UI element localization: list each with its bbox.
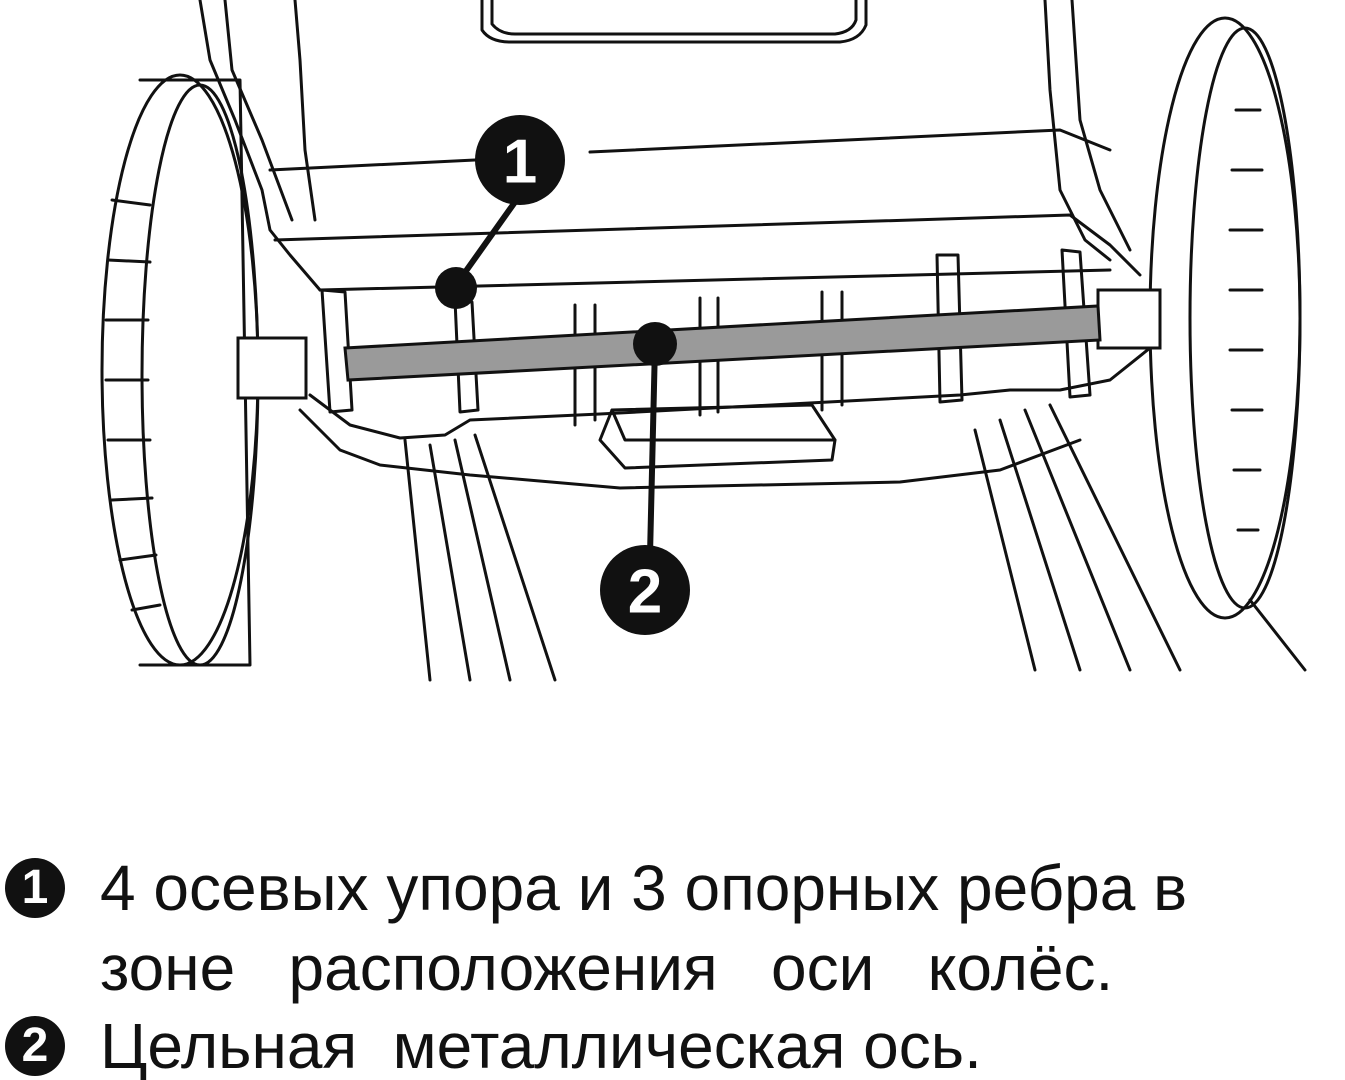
axle-hubs — [236, 288, 1162, 400]
callout-2: 2 — [600, 545, 690, 635]
leader-lines — [453, 192, 658, 558]
legend-item-2: 2 Цельная металлическая ось. — [0, 1006, 1345, 1080]
legend-item-1-continued: зоне расположения оси колёс. — [0, 928, 1345, 1008]
legend-item-1-line-2: зоне расположения оси колёс. — [100, 932, 1114, 1004]
svg-text:2: 2 — [628, 558, 662, 627]
legend-item-1-line-1: 4 осевых упора и 3 опорных ребра в — [100, 852, 1188, 924]
callout-target-dots — [435, 267, 677, 366]
legend-item-1: 1 4 осевых упора и 3 опорных ребра в — [0, 848, 1345, 928]
cart-base — [298, 338, 1182, 682]
legend-item-2-text: Цельная металлическая ось. — [100, 1010, 982, 1080]
callout-1: 1 — [475, 115, 565, 205]
legend-marker-1: 1 — [5, 858, 65, 918]
left-wheel — [100, 73, 260, 667]
cart-frame — [198, 0, 1142, 292]
right-wheel — [1148, 16, 1307, 672]
svg-text:1: 1 — [503, 128, 537, 197]
metal-axle — [343, 304, 1102, 382]
legend-marker-2: 2 — [5, 1016, 65, 1076]
